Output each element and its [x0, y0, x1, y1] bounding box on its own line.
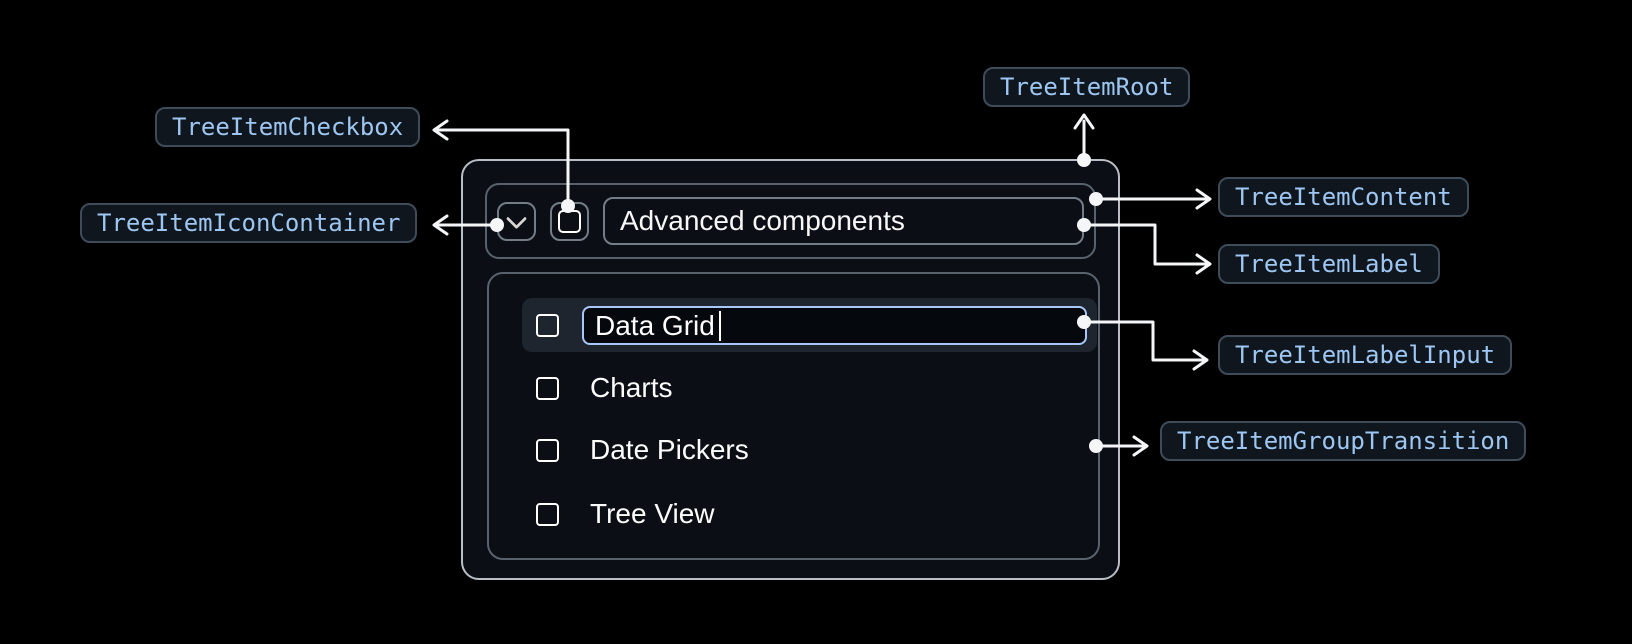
checkbox-unchecked-icon [558, 209, 581, 233]
tree-row-charts[interactable]: Charts [522, 361, 1097, 415]
tree-row-date-pickers[interactable]: Date Pickers [522, 423, 1097, 477]
tree-item-group-transition: Data Grid Charts Date Pickers Tree View [487, 272, 1100, 560]
tree-item-root: Advanced components Data Grid Charts Dat… [461, 159, 1120, 580]
tree-item-label-input[interactable]: Data Grid [582, 306, 1087, 345]
tree-item-content[interactable]: Advanced components [485, 183, 1096, 259]
annotation-tree-item-content: TreeItemContent [1218, 177, 1469, 217]
text-caret [718, 310, 722, 341]
tree-item-icon-container[interactable] [497, 201, 536, 241]
tree-item-checkbox[interactable] [550, 201, 589, 241]
annotation-tree-item-label: TreeItemLabel [1218, 244, 1440, 284]
annotation-tree-item-root: TreeItemRoot [983, 67, 1191, 107]
checkbox-unchecked-icon[interactable] [536, 438, 559, 462]
checkbox-unchecked-icon[interactable] [536, 502, 559, 526]
tree-item-label: Tree View [590, 498, 715, 529]
checkbox-unchecked-icon[interactable] [536, 313, 559, 337]
tree-row-tree-view[interactable]: Tree View [522, 487, 1097, 541]
label-input-value: Data Grid [595, 309, 715, 341]
annotation-tree-item-icon-container: TreeItemIconContainer [80, 203, 418, 243]
tree-item-label: Date Pickers [590, 434, 749, 465]
tree-row-data-grid[interactable]: Data Grid [522, 298, 1097, 352]
tree-item-label: Advanced components [603, 197, 1084, 245]
checkbox-unchecked-icon[interactable] [536, 376, 559, 400]
chevron-down-icon [505, 207, 528, 229]
tree-item-label: Charts [590, 372, 673, 403]
annotation-tree-item-group-transition: TreeItemGroupTransition [1160, 421, 1527, 461]
annotation-tree-item-label-input: TreeItemLabelInput [1218, 335, 1513, 375]
annotation-tree-item-checkbox: TreeItemCheckbox [155, 107, 421, 147]
